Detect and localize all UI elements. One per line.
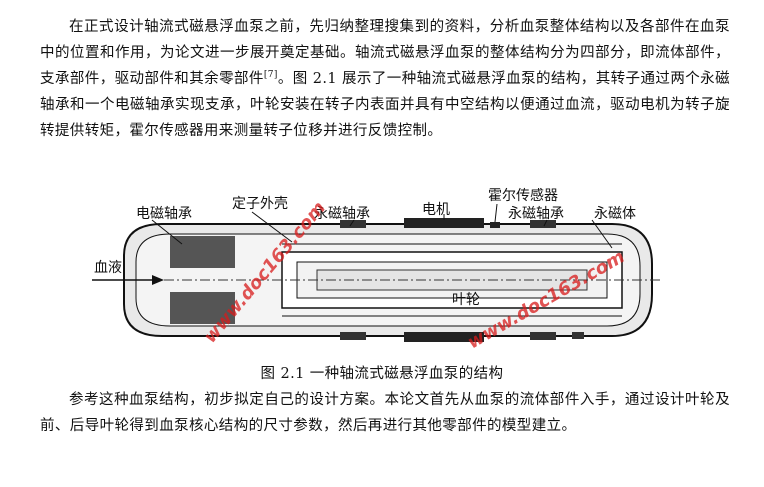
label-impeller: 叶轮 [452, 292, 480, 308]
intro-text: 在正式设计轴流式磁悬浮血泵之前，先归纳整理搜集到的资料，分析血泵整体结构以及各部… [40, 19, 730, 87]
label-electromagnetic-bearing: 电磁轴承 [136, 206, 192, 222]
pm-bearing-right-top [530, 220, 556, 228]
label-blood: 血液 [94, 260, 122, 276]
label-pm-bearing-right: 永磁轴承 [508, 206, 564, 222]
intro-text-after: 。图 2.1 展示了一种轴流式磁悬浮血泵的结构，其转子通过两个永磁轴承和一个电磁… [40, 71, 730, 139]
pm-bearing-left-bottom [340, 332, 366, 340]
motor-bottom [404, 332, 484, 342]
label-pm-bearing-left: 永磁轴承 [314, 206, 370, 222]
design-paragraph: 参考这种血泵结构，初步拟定自己的设计方案。本论文首先从血泵的流体部件入手，通过设… [40, 392, 730, 434]
motor-top [404, 218, 484, 228]
intro-paragraph: 在正式设计轴流式磁悬浮血泵之前，先归纳整理搜集到的资料，分析血泵整体结构以及各部… [40, 14, 730, 144]
label-motor: 电机 [422, 202, 450, 218]
hall-sensor-block [490, 222, 500, 228]
label-hall-sensor: 霍尔传感器 [488, 187, 558, 204]
figure-caption: 图 2.1 一种轴流式磁悬浮血泵的结构 [260, 366, 504, 382]
blood-pump-figure: 电磁轴承 定子外壳 永磁轴承 电机 霍尔传感器 永磁轴承 永磁体 血液 叶轮 w… [92, 187, 662, 353]
label-permanent-magnet: 永磁体 [594, 206, 636, 222]
pm-bearing-left-top [340, 220, 366, 228]
reference-mark[interactable]: [7] [263, 70, 278, 81]
em-bearing-top [170, 236, 235, 268]
pm-bearing-right-bottom [530, 332, 556, 340]
label-stator-shell: 定子外壳 [232, 195, 288, 212]
em-bearing-bottom [170, 292, 235, 324]
blood-flow-arrow [152, 275, 164, 285]
